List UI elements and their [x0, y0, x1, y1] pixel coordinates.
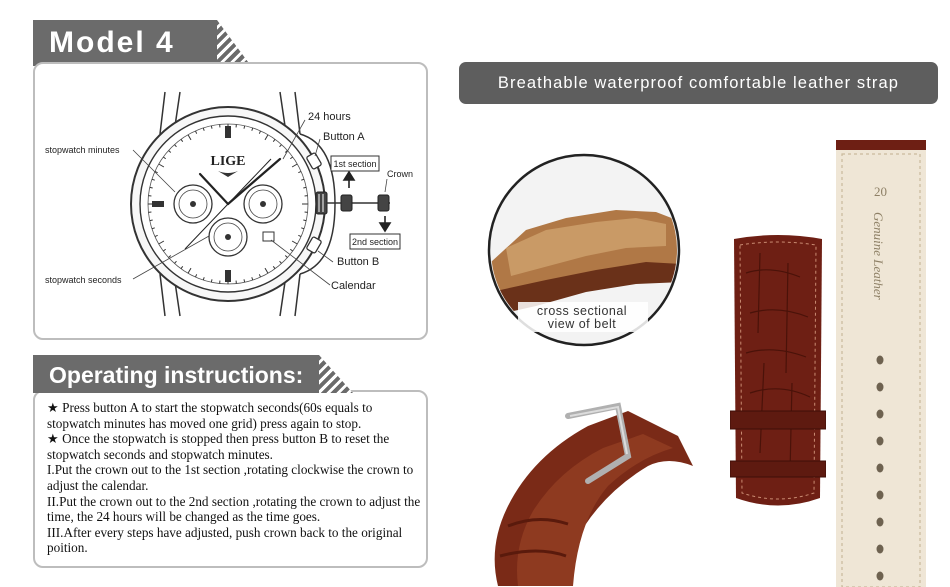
- crown-attached: [315, 191, 328, 215]
- genuine-leather-stamp: Genuine Leather: [871, 212, 886, 301]
- button-a: [306, 152, 322, 170]
- buckle-strap-photo: [494, 402, 693, 586]
- strap-size-stamp: 20: [874, 184, 887, 199]
- label-24-hours: 24 hours: [308, 111, 351, 123]
- first-section-label: 1st section: [333, 159, 376, 169]
- instructions-panel: ★ Press button A to start the stopwatch …: [33, 390, 428, 568]
- strap-hole: [876, 544, 884, 554]
- strap-title: Breathable waterproof comfortable leathe…: [459, 62, 938, 104]
- brand-logo: LIGE: [210, 154, 245, 169]
- belt-caption: cross sectional view of belt: [518, 305, 646, 331]
- strap-front-photo: [730, 235, 826, 506]
- label-calendar: Calendar: [331, 280, 376, 292]
- operating-banner: Operating instructions:: [33, 355, 319, 393]
- strap-holes: [876, 355, 884, 581]
- instruction-line: III.After every steps have adjusted, pus…: [47, 524, 403, 556]
- instruction-line: ★ Once the stopwatch is stopped then pre…: [47, 431, 390, 462]
- button-b: [306, 236, 322, 254]
- label-stopwatch-minutes: stopwatch minutes: [45, 145, 120, 155]
- strap-hole: [876, 436, 884, 446]
- label-button-a: Button A: [323, 131, 365, 143]
- label-button-b: Button B: [337, 256, 379, 268]
- instructions-text: ★ Press button A to start the stopwatch …: [47, 400, 425, 556]
- label-crown: Crown: [387, 169, 413, 179]
- instruction-line: I.Put the crown out to the 1st section ,…: [47, 462, 414, 493]
- strap-hole: [876, 517, 884, 527]
- strap-hole: [876, 382, 884, 392]
- strap-back-photo: 20 Genuine Leather: [836, 140, 926, 587]
- strap-hole: [876, 463, 884, 473]
- cross-section-photo: [487, 153, 681, 347]
- belt-caption-line2: view of belt: [547, 317, 617, 331]
- label-stopwatch-seconds: stopwatch seconds: [45, 275, 122, 285]
- second-section-label: 2nd section: [352, 237, 398, 247]
- instruction-line: ★ Press button A to start the stopwatch …: [47, 400, 373, 431]
- instruction-line: II.Put the crown out to the 2nd section …: [47, 493, 421, 525]
- strap-hole: [876, 571, 884, 581]
- strap-hole: [876, 490, 884, 500]
- model-banner: Model 4: [33, 20, 217, 66]
- strap-hole: [876, 355, 884, 365]
- strap-hole: [876, 409, 884, 419]
- watch-diagram: LIGE 1st section 2n: [45, 91, 413, 317]
- belt-caption-line1: cross sectional: [536, 304, 628, 318]
- crown-pulled: [327, 194, 390, 212]
